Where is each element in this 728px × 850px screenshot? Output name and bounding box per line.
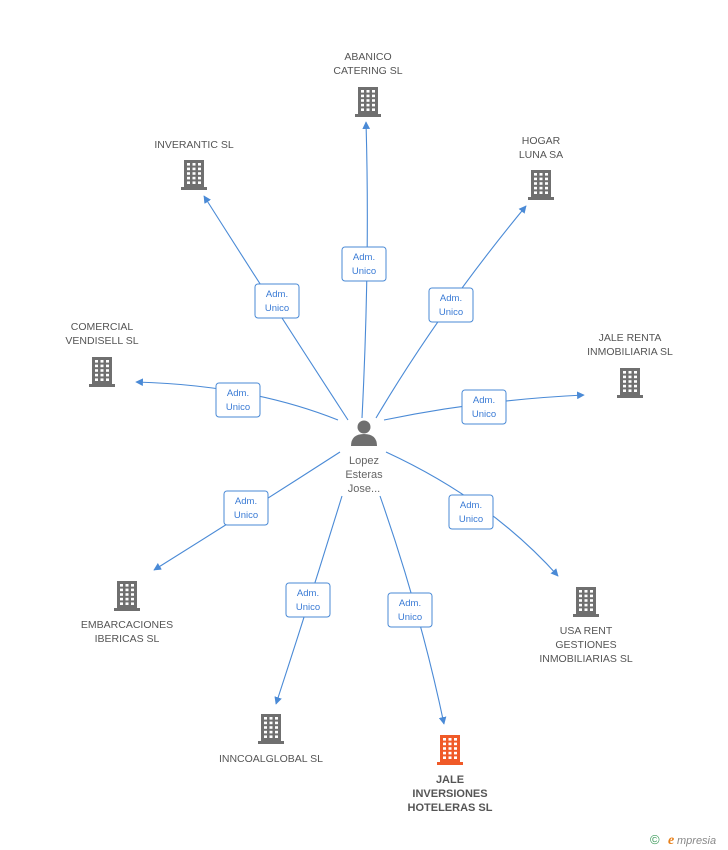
edge-label-text: Unico xyxy=(226,402,250,413)
company-node-hogar[interactable]: HOGAR LUNA SA xyxy=(519,135,563,200)
brand-name: mpresia xyxy=(677,835,716,847)
building-icon xyxy=(437,735,463,765)
company-name: LUNA SA xyxy=(519,149,563,161)
company-name: JALE xyxy=(436,774,464,786)
person-name: Esteras xyxy=(345,469,383,481)
building-icon xyxy=(528,170,554,200)
building-icon xyxy=(617,368,643,398)
building-icon xyxy=(89,357,115,387)
company-name: INVERANTIC SL xyxy=(154,139,234,151)
edge-label-text: Adm. xyxy=(440,293,462,304)
company-name: JALE RENTA xyxy=(599,332,662,344)
edge-label-hogar[interactable]: Adm. Unico xyxy=(428,287,474,323)
company-name: COMERCIAL xyxy=(71,321,134,333)
company-node-jaleinv[interactable]: JALE INVERSIONES HOTELERAS SL xyxy=(408,735,493,814)
person-name: Lopez xyxy=(349,455,379,467)
edge-label-embarcaciones[interactable]: Adm. Unico xyxy=(223,490,269,526)
building-icon xyxy=(181,160,207,190)
edge-label-inverantic[interactable]: Adm. Unico xyxy=(254,283,300,319)
building-icon xyxy=(258,714,284,744)
edge-label-jalerenta[interactable]: Adm. Unico xyxy=(461,389,507,425)
company-name: INVERSIONES xyxy=(412,788,487,800)
edge-label-usarent[interactable]: Adm. Unico xyxy=(448,494,494,530)
person-name: Jose... xyxy=(348,483,380,495)
edge-label-text: Adm. xyxy=(473,395,495,406)
company-name: INNCOALGLOBAL SL xyxy=(219,753,323,765)
company-name: IBERICAS SL xyxy=(95,633,160,645)
building-icon xyxy=(114,581,140,611)
company-name: USA RENT xyxy=(560,625,613,637)
edge-label-text: Adm. xyxy=(297,588,319,599)
copyright-symbol: © xyxy=(650,832,660,847)
brand-initial: e xyxy=(668,833,674,848)
edge-labels-layer: Adm.UnicoAdm.UnicoAdm.UnicoAdm.UnicoAdm.… xyxy=(215,246,507,628)
edge-label-text: Unico xyxy=(398,612,422,623)
person-icon xyxy=(351,420,377,446)
company-name: INMOBILIARIA SL xyxy=(587,346,673,358)
edge-label-text: Adm. xyxy=(460,500,482,511)
company-node-embarcaciones[interactable]: EMBARCACIONES IBERICAS SL xyxy=(81,581,173,645)
edge-label-jaleinv[interactable]: Adm. Unico xyxy=(387,592,433,628)
nodes-layer: ABANICO CATERING SL HOGAR LUNA SA INVERANTIC… xyxy=(65,51,673,814)
company-name: HOGAR xyxy=(522,135,561,147)
center-person-node[interactable]: LopezEsterasJose... xyxy=(345,420,383,496)
edge-label-text: Unico xyxy=(234,510,258,521)
company-name: VENDISELL SL xyxy=(65,335,138,347)
company-node-comercial[interactable]: COMERCIAL VENDISELL SL xyxy=(65,321,139,387)
edge-label-text: Unico xyxy=(265,303,289,314)
company-node-jalerenta[interactable]: JALE RENTA INMOBILIARIA SL xyxy=(587,332,673,398)
building-icon xyxy=(573,587,599,617)
company-node-abanico[interactable]: ABANICO CATERING SL xyxy=(333,51,403,117)
company-name: CATERING SL xyxy=(333,65,402,77)
company-name: ABANICO xyxy=(344,51,391,63)
company-name: INMOBILIARIAS SL xyxy=(539,653,633,665)
edge-label-text: Adm. xyxy=(235,496,257,507)
company-node-inverantic[interactable]: INVERANTIC SL xyxy=(154,139,234,190)
edge-label-inncoal[interactable]: Adm. Unico xyxy=(285,582,331,618)
edge-label-text: Unico xyxy=(459,514,483,525)
edge-label-text: Adm. xyxy=(266,289,288,300)
company-node-usarent[interactable]: USA RENT GESTIONES INMOBILIARIAS SL xyxy=(539,587,633,665)
company-node-inncoal[interactable]: INNCOALGLOBAL SL xyxy=(219,714,323,765)
edge-label-text: Adm. xyxy=(227,388,249,399)
edge-label-text: Unico xyxy=(472,409,496,420)
edge-label-comercial[interactable]: Adm. Unico xyxy=(215,382,261,418)
edge-label-text: Unico xyxy=(296,602,320,613)
edge-label-text: Unico xyxy=(352,266,376,277)
company-name: EMBARCACIONES xyxy=(81,619,173,631)
company-name: GESTIONES xyxy=(555,639,616,651)
building-icon xyxy=(355,87,381,117)
company-name: HOTELERAS SL xyxy=(408,802,493,814)
edge-label-text: Adm. xyxy=(399,598,421,609)
edge-label-text: Unico xyxy=(439,307,463,318)
edge-label-abanico[interactable]: Adm. Unico xyxy=(341,246,387,282)
edge-label-text: Adm. xyxy=(353,252,375,263)
